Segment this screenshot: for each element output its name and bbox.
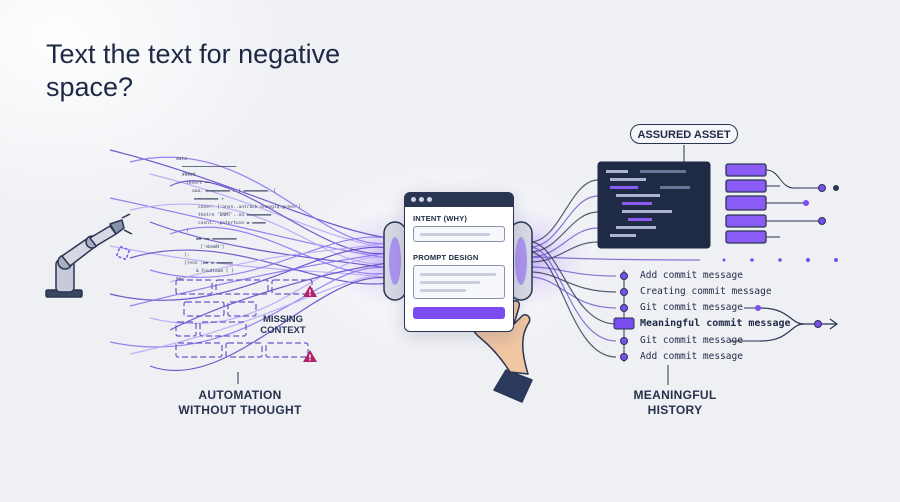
svg-text:thetrn 'DNMT'..nn ▬▬▬▬▬▬▬▬▬: thetrn 'DNMT'..nn ▬▬▬▬▬▬▬▬▬ [198,212,271,218]
prompt-card: INTENT (WHY) PROMPT DESIGN [404,192,514,332]
automation-caption-line2: WITHOUT THOUGHT [178,403,302,417]
history-caption: MEANINGFUL HISTORY [615,388,735,418]
svg-text:━━━━━━━━━━━━━━━━━━━━: ━━━━━━━━━━━━━━━━━━━━ [181,165,236,170]
svg-text:%%;: %%; [176,276,184,282]
prompt-design-label: PROMPT DESIGN [413,253,479,262]
flow-line [129,156,389,245]
flow-line [149,221,389,269]
missing-context-line1: MISSING [262,314,304,325]
svg-text:& Foudtaum [ }: & Foudtaum [ } [196,268,234,274]
missing-context-line2: CONTEXT [260,325,306,336]
flow-line [529,266,617,277]
commit-message: Meaningful commit message [640,318,791,329]
svg-text:data: data [176,156,187,162]
warning-icon: ! [303,350,317,363]
flow-line [529,227,599,258]
svg-text:!: ! [308,289,312,298]
placeholder-line [420,273,496,276]
flow-line [529,241,599,263]
dotted-flow [722,258,838,262]
placeholder-line [420,289,466,292]
svg-text:▬▬▬▬▬▬▬▬▬ +: ▬▬▬▬▬▬▬▬▬ + [194,197,224,202]
svg-text:aaa: ▬▬▬▬▬▬▬▬▬ = { ▬▬▬▬▬▬▬▬: aaa: ▬▬▬▬▬▬▬▬▬ = { ▬▬▬▬▬▬▬▬▬. { [192,188,276,194]
placeholder-line [420,281,480,284]
robot-arm-icon [45,213,133,298]
right-roller [509,221,533,301]
flow-line [529,211,599,253]
assured-asset-label: ASSURED ASSET [630,124,738,144]
missing-context-label: MISSING CONTEXT [248,314,318,336]
flow-line [529,251,617,358]
commit-timeline [613,270,760,362]
flow-line [149,276,389,372]
commit-node [620,272,628,280]
right-flow-lines [529,179,701,358]
automation-caption-line1: AUTOMATION [198,388,282,402]
card-title-bar [405,193,513,207]
svg-text:['nbnmN']: ['nbnmN'] [200,244,224,250]
commit-node [620,304,628,312]
svg-text:]{enn ;▬▬ ▬ ▬▬▬▬▬▬: ]{enn ;▬▬ ▬ ▬▬▬▬▬▬ [184,260,233,266]
flow-line [529,246,617,342]
merge-node [814,320,822,328]
flow-line [109,149,389,239]
broken-blocks [175,279,313,358]
commit-message: Add commit message [640,270,743,281]
svg-text:insert ━━: insert ━━ [186,180,211,186]
code-window [597,161,711,249]
window-dot [411,197,416,202]
placeholder-line [420,233,490,236]
window-dot [427,197,432,202]
commit-message: Git commit message [640,302,743,313]
asset-blocks [725,163,767,244]
commit-node [620,337,628,345]
commit-message: Add commit message [640,351,743,362]
left-flow-lines [109,149,389,372]
intent-label: INTENT (WHY) [413,214,468,223]
flow-line [529,256,701,261]
flow-line [129,203,389,265]
svg-text:!: ! [308,354,312,363]
flow-line [169,262,389,331]
flow-line [129,249,389,285]
prompt-design-field[interactable] [413,265,505,299]
flow-line [529,276,617,309]
svg-text:];: ]; [184,252,189,258]
svg-text:cover: ['nnsn..antrack enengi: cover: ['nnsn..antrack enengiq.green'] [198,204,301,210]
svg-text:}: } [186,228,189,234]
flow-line [109,245,389,279]
svg-text:▬▬ ▬▬ ▬▬▬▬▬▬▬▬▬: ▬▬ ▬▬ ▬▬▬▬▬▬▬▬▬ [196,237,237,242]
commit-node [620,353,628,361]
flow-line [169,242,389,283]
left-roller [383,221,407,301]
window-dot [419,197,424,202]
flow-line [109,197,389,259]
flow-line [529,179,599,243]
merge-node [755,305,761,311]
asset-branch-nodes [803,184,839,225]
warning-icon: ! [303,285,317,298]
commit-message: Git commit message [640,335,743,346]
asset-branch-lines [765,169,822,238]
svg-text:#####: ##### [182,172,196,178]
page-title: Text the text for negative space? [46,39,341,102]
flow-line [129,252,389,307]
left-code-snippet: data ━━━━━━━━━━━━━━━━━━━━ ##### insert ━… [176,156,301,282]
flow-line [129,272,389,355]
flow-line [529,241,617,325]
history-caption-line1: MEANINGFUL [633,388,717,402]
automation-caption: AUTOMATION WITHOUT THOUGHT [160,388,320,418]
commit-node [620,288,628,296]
submit-button[interactable] [413,307,505,319]
commit-message: Creating commit message [640,286,772,297]
history-caption-line2: HISTORY [647,403,703,417]
intent-field[interactable] [413,226,505,242]
flow-line [169,180,389,255]
flow-line [149,256,389,325]
commit-node-highlight [613,317,635,330]
svg-text:cosnt:..pntertuse ▬ ▬▬▬▬▬: cosnt:..pntertuse ▬ ▬▬▬▬▬ [198,220,266,226]
flow-line [169,226,389,275]
